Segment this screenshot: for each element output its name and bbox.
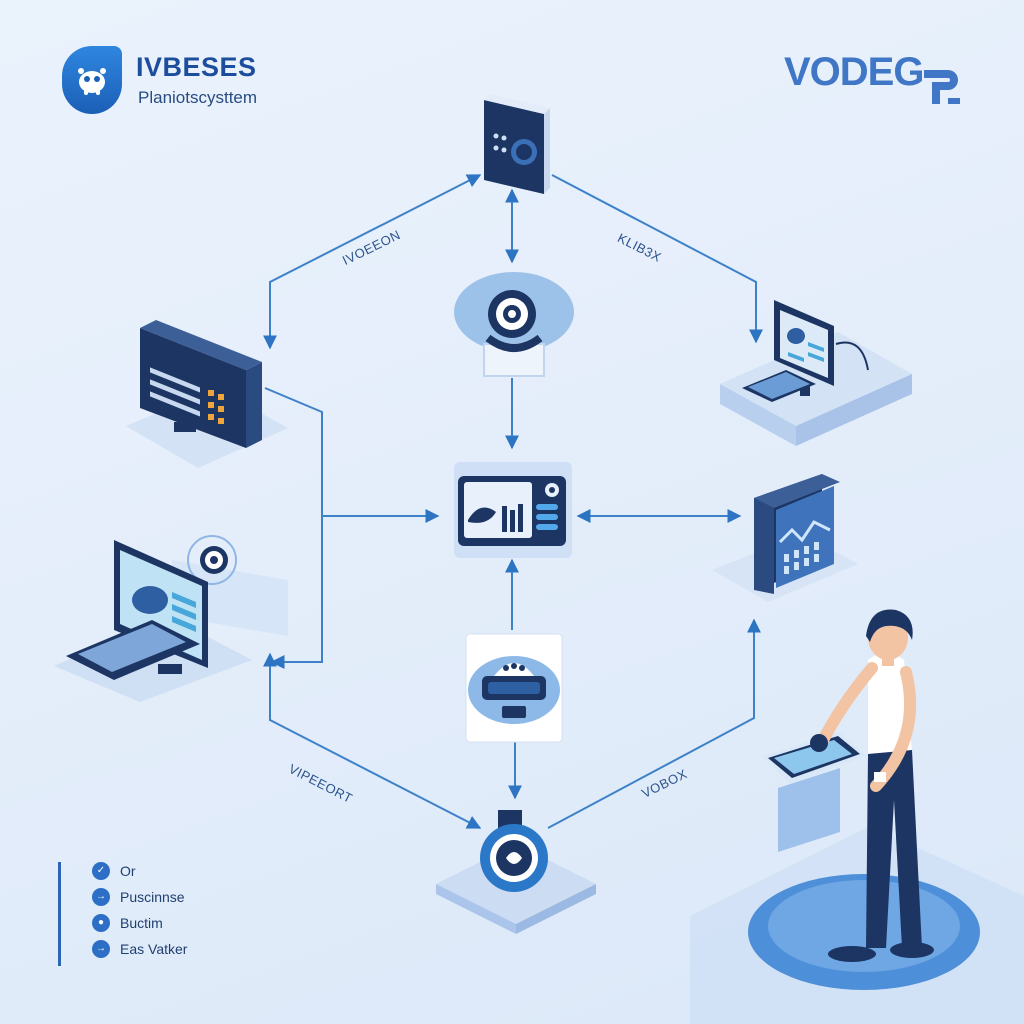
legend-item: → Eas Vatker bbox=[92, 936, 187, 962]
brand-logo bbox=[62, 46, 122, 114]
legend-item: → Puscinnse bbox=[92, 884, 187, 910]
legend-item-label: Buctim bbox=[120, 915, 163, 931]
arrow-icon: → bbox=[92, 888, 110, 906]
corner-logo: VODEG bbox=[784, 50, 924, 94]
node-control-panel[interactable] bbox=[476, 92, 556, 202]
webcam-icon bbox=[454, 272, 574, 377]
arrow-icon: → bbox=[92, 940, 110, 958]
brand-subtitle: Planiotscysttem bbox=[138, 88, 258, 107]
router-icon bbox=[465, 633, 563, 743]
face-icon: ● bbox=[92, 914, 110, 932]
brand-title: IVBESES bbox=[136, 52, 257, 82]
legend-divider bbox=[58, 862, 61, 966]
dashboard-panel-icon bbox=[454, 462, 572, 558]
laptop-icon bbox=[54, 535, 288, 702]
operator-scene bbox=[690, 596, 1024, 1024]
node-server-tower[interactable] bbox=[710, 470, 860, 610]
check-icon: ✓ bbox=[92, 862, 110, 880]
logo-mark-icon bbox=[924, 70, 960, 104]
legend-item-label: Eas Vatker bbox=[120, 941, 188, 957]
hub-icon bbox=[436, 810, 596, 934]
operator-icon bbox=[690, 609, 1024, 1024]
monitor-icon bbox=[720, 300, 912, 446]
control-panel-icon bbox=[484, 94, 550, 194]
legend-item: ● Buctim bbox=[92, 910, 187, 936]
node-desktop-server[interactable] bbox=[122, 318, 292, 478]
legend-item-label: Puscinnse bbox=[120, 889, 185, 905]
node-monitor-workstation[interactable] bbox=[716, 296, 916, 448]
node-webcam[interactable] bbox=[452, 268, 576, 380]
legend: ✓ Or → Puscinnse ● Buctim → Eas Vatker bbox=[92, 858, 187, 962]
legend-item: ✓ Or bbox=[92, 858, 187, 884]
node-router[interactable] bbox=[464, 632, 564, 744]
legend-item-label: Or bbox=[120, 863, 136, 879]
node-dashboard[interactable] bbox=[452, 460, 574, 560]
node-hub[interactable] bbox=[428, 806, 604, 940]
bug-icon bbox=[78, 68, 106, 95]
server-tower-icon bbox=[712, 474, 858, 602]
node-laptop-workstation[interactable] bbox=[52, 520, 296, 706]
server-monitor-icon bbox=[126, 320, 288, 468]
